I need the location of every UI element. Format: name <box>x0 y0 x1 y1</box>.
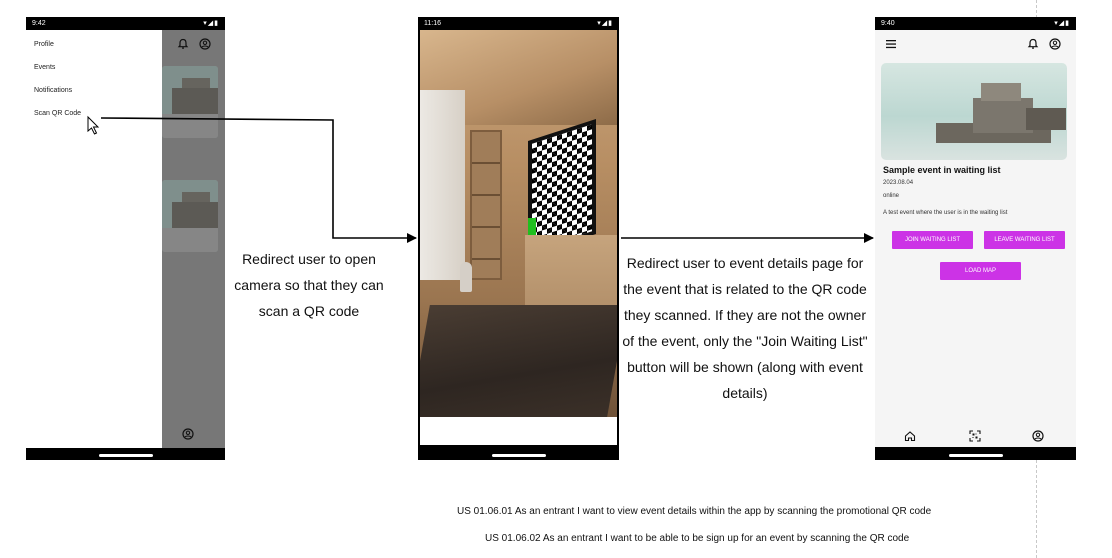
status-time: 11:16 <box>424 20 441 27</box>
user-story-1: US 01.06.01 As an entrant I want to view… <box>457 506 932 517</box>
status-icons: ▾◢▮ <box>203 20 219 27</box>
leave-waiting-list-button[interactable]: LEAVE WAITING LIST <box>984 231 1065 249</box>
drawer-item-notifications[interactable]: Notifications <box>34 87 73 94</box>
home-icon[interactable] <box>904 430 916 442</box>
drawer-item-events[interactable]: Events <box>34 64 56 71</box>
navigation-drawer: Profile Events Notifications Scan QR Cod… <box>26 30 162 448</box>
account-circle-icon[interactable] <box>199 38 211 50</box>
status-bar: 11:16 ▾◢▮ <box>418 17 619 30</box>
account-circle-icon[interactable] <box>1032 430 1044 442</box>
camera-controls-area <box>420 417 617 445</box>
event-date: 2023.08.04 <box>883 180 914 186</box>
drawer-item-profile[interactable]: Profile <box>34 41 54 48</box>
event-location: online <box>883 193 900 199</box>
note-redirect-event: Redirect user to event details page for … <box>622 255 868 401</box>
drawer-item-scan-qr-code[interactable]: Scan QR Code <box>34 110 82 117</box>
menu-icon[interactable] <box>885 38 897 50</box>
status-time: 9:40 <box>881 20 895 27</box>
phone-screen-event-details: 9:40 ▾◢▮ Sample event in waiting list 20… <box>875 17 1076 460</box>
gesture-nav-bar[interactable] <box>491 454 546 457</box>
status-time: 9:42 <box>32 20 46 27</box>
arrow-scan-to-camera <box>100 117 417 243</box>
bookshelf <box>470 130 502 280</box>
phone-screen-drawer: 9:42 ▾◢▮ Profile Events Notifications Sc… <box>26 17 225 460</box>
status-icons: ▾◢▮ <box>1054 20 1070 27</box>
bell-icon[interactable] <box>177 38 189 50</box>
account-circle-icon[interactable] <box>182 428 194 440</box>
event-description: A test event where the user is in the wa… <box>883 210 1008 216</box>
user-story-2: US 01.06.02 As an entrant I want to be a… <box>485 533 910 544</box>
event-card-image[interactable] <box>162 66 218 138</box>
dog <box>460 262 472 292</box>
app-bar <box>875 30 1076 60</box>
gesture-nav-bar[interactable] <box>98 454 153 457</box>
camera-viewfinder[interactable] <box>420 30 617 417</box>
bottom-navigation <box>875 425 1076 447</box>
cursor-icon <box>87 115 100 135</box>
event-details-page: Sample event in waiting list 2023.08.04 … <box>875 30 1076 425</box>
bell-icon[interactable] <box>1027 38 1039 50</box>
phone-screen-camera: 11:16 ▾◢▮ <box>418 17 619 460</box>
account-circle-icon[interactable] <box>1049 38 1061 50</box>
load-map-button[interactable]: LOAD MAP <box>940 262 1021 280</box>
status-icons: ▾◢▮ <box>597 20 613 27</box>
event-title: Sample event in waiting list <box>883 165 1001 175</box>
status-bar: 9:42 ▾◢▮ <box>26 17 225 30</box>
gesture-nav-bar[interactable] <box>948 454 1003 457</box>
event-image <box>881 63 1067 160</box>
note-redirect-camera: Redirect user to open camera so that the… <box>234 251 384 319</box>
join-waiting-list-button[interactable]: JOIN WAITING LIST <box>892 231 973 249</box>
qr-scan-icon[interactable] <box>969 430 981 442</box>
event-card-image[interactable] <box>162 180 218 252</box>
status-bar: 9:40 ▾◢▮ <box>875 17 1076 30</box>
